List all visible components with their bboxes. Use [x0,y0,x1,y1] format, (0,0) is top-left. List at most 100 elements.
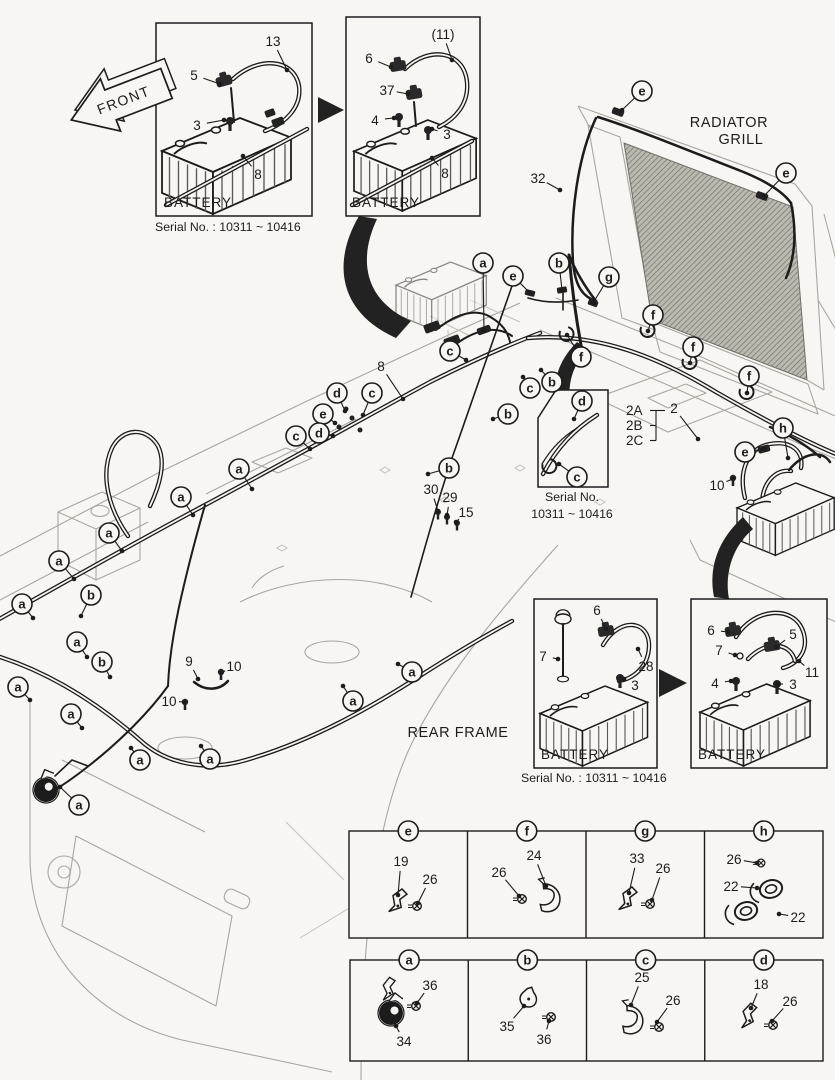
part-number-6: 6 [365,51,394,70]
part-dot [240,153,246,159]
part-dot [621,676,627,682]
part-dot [761,446,767,452]
callout-a: a [60,703,85,731]
callout-letter: a [408,665,416,680]
callout-a: a [7,676,33,703]
callout-circle [598,266,620,288]
callout-a: a [398,949,420,971]
callout-a: a [98,522,125,554]
callout-letter: a [479,256,487,271]
part-number-text: 19 [393,854,408,869]
part-dot [546,1018,552,1024]
part-dot [435,508,441,514]
inset-battery-top-right: BATTERY [345,16,481,217]
part-dot [217,81,223,87]
callout-circle [11,593,33,615]
callout-circle [472,252,494,274]
part-number-30: 30 [423,482,441,514]
callout-letter: h [760,824,768,839]
part-number-text: 26 [422,872,437,887]
cable-core [165,128,308,206]
part-dot [307,446,313,452]
part-dot [555,656,561,662]
callout-letter: d [315,426,323,441]
callout-a: a [340,683,364,712]
part-number-8: 8 [377,359,406,402]
part-dot [79,725,85,731]
part-number-text: 25 [634,970,649,985]
callout-letter: a [75,798,83,813]
part-dot [619,107,625,113]
leader-line [740,886,758,889]
callout-circle [60,703,82,725]
part-dot [27,697,33,703]
callout-letter: a [67,707,75,722]
swoosh-arrow-top [343,216,411,338]
part-number-10: 10 [709,476,736,493]
callout-a: a [228,458,255,492]
part-number-text: (11) [431,27,454,42]
callout-letter: a [105,526,113,541]
callout-c: c [634,949,657,971]
callout-letter: b [445,461,453,476]
leader-line [203,77,221,85]
callout-circle [401,661,423,683]
part-number-3: 3 [193,117,227,133]
part-number-text: 5 [190,68,198,83]
battery-caption: BATTERY [164,195,232,210]
callout-h: h [772,417,794,461]
callout-circle [631,80,653,102]
part-dot [84,654,90,660]
callout-circle [91,651,113,673]
callout-a: a [11,593,36,621]
part-dot [744,390,750,396]
front-arrow-face [69,67,174,133]
callout-circle [570,346,592,368]
part-number-text: 8 [441,166,449,181]
inset-battery-top-left: BATTERY [155,22,313,217]
callout-letter: d [578,394,586,409]
part-dot [564,332,570,338]
callout-circle [566,466,588,488]
part-dot [521,1003,527,1009]
leader-line [763,179,780,197]
part-dot [556,461,562,467]
callout-f: f [515,820,538,842]
callout-letter: f [747,369,752,384]
callout-letter: a [235,462,243,477]
callout-letter: c [573,470,580,485]
part-number-15: 15 [453,505,474,525]
leader-line [513,1005,525,1019]
callout-circle [439,340,461,362]
swoosh-arrow-right [712,517,753,599]
part-number-text: 10 [709,478,724,493]
part-number-text: 7 [715,643,723,658]
callout-d: d [753,949,775,971]
detail-grid: 1926e2426f3326g262222h3634a3536b2526c182… [348,820,824,1062]
part-number-4: 4 [711,676,734,691]
part-dot [400,396,406,402]
radiator-grill-label-line2: GRILL [719,132,764,148]
part-number-26: 26 [654,993,681,1025]
callout-c: c [285,425,313,452]
radiator-grill-label-line1: RADIATOR [690,115,768,131]
callout-letter: f [579,350,584,365]
leader-line [276,49,288,71]
part-dot [425,471,431,477]
callout-e: e [761,162,797,199]
leader-line [243,477,253,490]
callout-e: e [397,820,420,842]
part-number-text: 26 [726,852,741,867]
leader-line [59,786,73,799]
rear-frame-label: REAR FRAME [407,725,508,741]
part-number-text: 26 [665,993,680,1008]
part-number-10: 10 [161,694,187,709]
part-number-6: 6 [707,623,731,638]
part-dot [71,576,77,582]
cable-core [0,620,513,767]
callout-d: d [308,422,336,444]
callout-b: b [78,584,102,619]
leader-line [206,119,225,124]
part-dot [590,300,596,306]
